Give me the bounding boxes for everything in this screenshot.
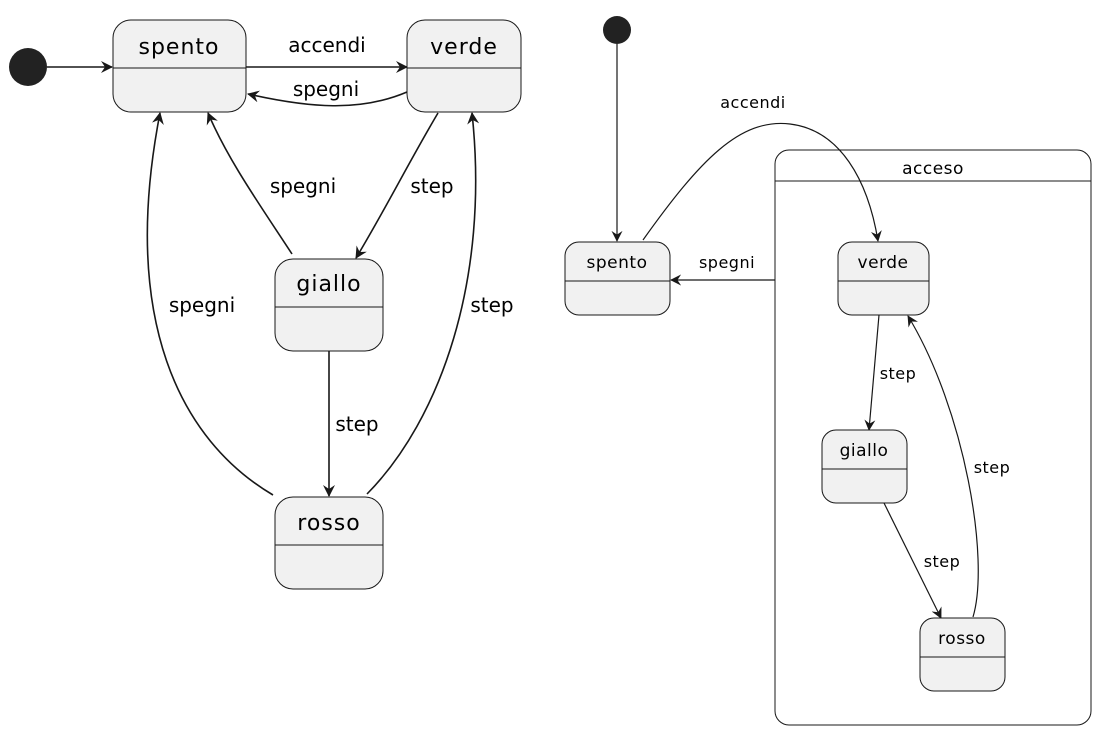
state-giallo: giallo [274, 258, 384, 352]
edge-rosso-spento [146, 112, 274, 496]
initial-state [9, 48, 47, 86]
state-label: spento [587, 253, 648, 273]
state-rosso: rosso [274, 496, 384, 590]
state-verde: verde [837, 241, 930, 316]
edge-rosso-verde [366, 112, 480, 495]
state-label: verde [858, 253, 909, 273]
state-label: rosso [938, 629, 986, 649]
edge-rosso-verde [907, 315, 979, 618]
label-step-giallo-rosso: step [335, 412, 378, 436]
state-spento: spento [564, 241, 671, 316]
edge-spento-verde [642, 122, 882, 242]
label-spegni-verde: spegni [293, 77, 359, 101]
label-accendi: accendi [288, 33, 365, 57]
state-label: verde [430, 35, 498, 60]
edge-giallo-rosso [883, 502, 942, 619]
label-step-rosso-verde: step [470, 293, 513, 317]
left-diagram: spento verde giallo rosso accendi spegni… [9, 19, 522, 590]
edge-verde-giallo [864, 314, 880, 431]
state-verde: verde [406, 19, 522, 113]
label-step-rosso-verde: step [974, 458, 1011, 477]
edge-verde-spento [247, 90, 408, 107]
edge-giallo-spento [206, 112, 293, 255]
label-spegni-giallo: spegni [270, 174, 336, 198]
initial-state [603, 16, 631, 44]
edge-verde-giallo [355, 112, 439, 259]
state-giallo: giallo [821, 429, 908, 504]
label-accendi: accendi [720, 93, 785, 112]
label-step-verde-giallo: step [880, 364, 917, 383]
right-diagram: acceso spento verde giallo rosso [564, 16, 1092, 726]
state-label: rosso [297, 511, 360, 536]
state-label: spento [139, 35, 220, 60]
state-label: giallo [296, 272, 361, 297]
state-label: giallo [840, 441, 889, 461]
label-step-verde-giallo: step [410, 174, 453, 198]
state-spento: spento [112, 19, 247, 113]
label-step-giallo-rosso: step [924, 552, 961, 571]
state-rosso: rosso [919, 617, 1006, 692]
label-spegni: spegni [699, 253, 755, 272]
label-spegni-rosso: spegni [169, 293, 235, 317]
composite-title: acceso [902, 159, 964, 179]
